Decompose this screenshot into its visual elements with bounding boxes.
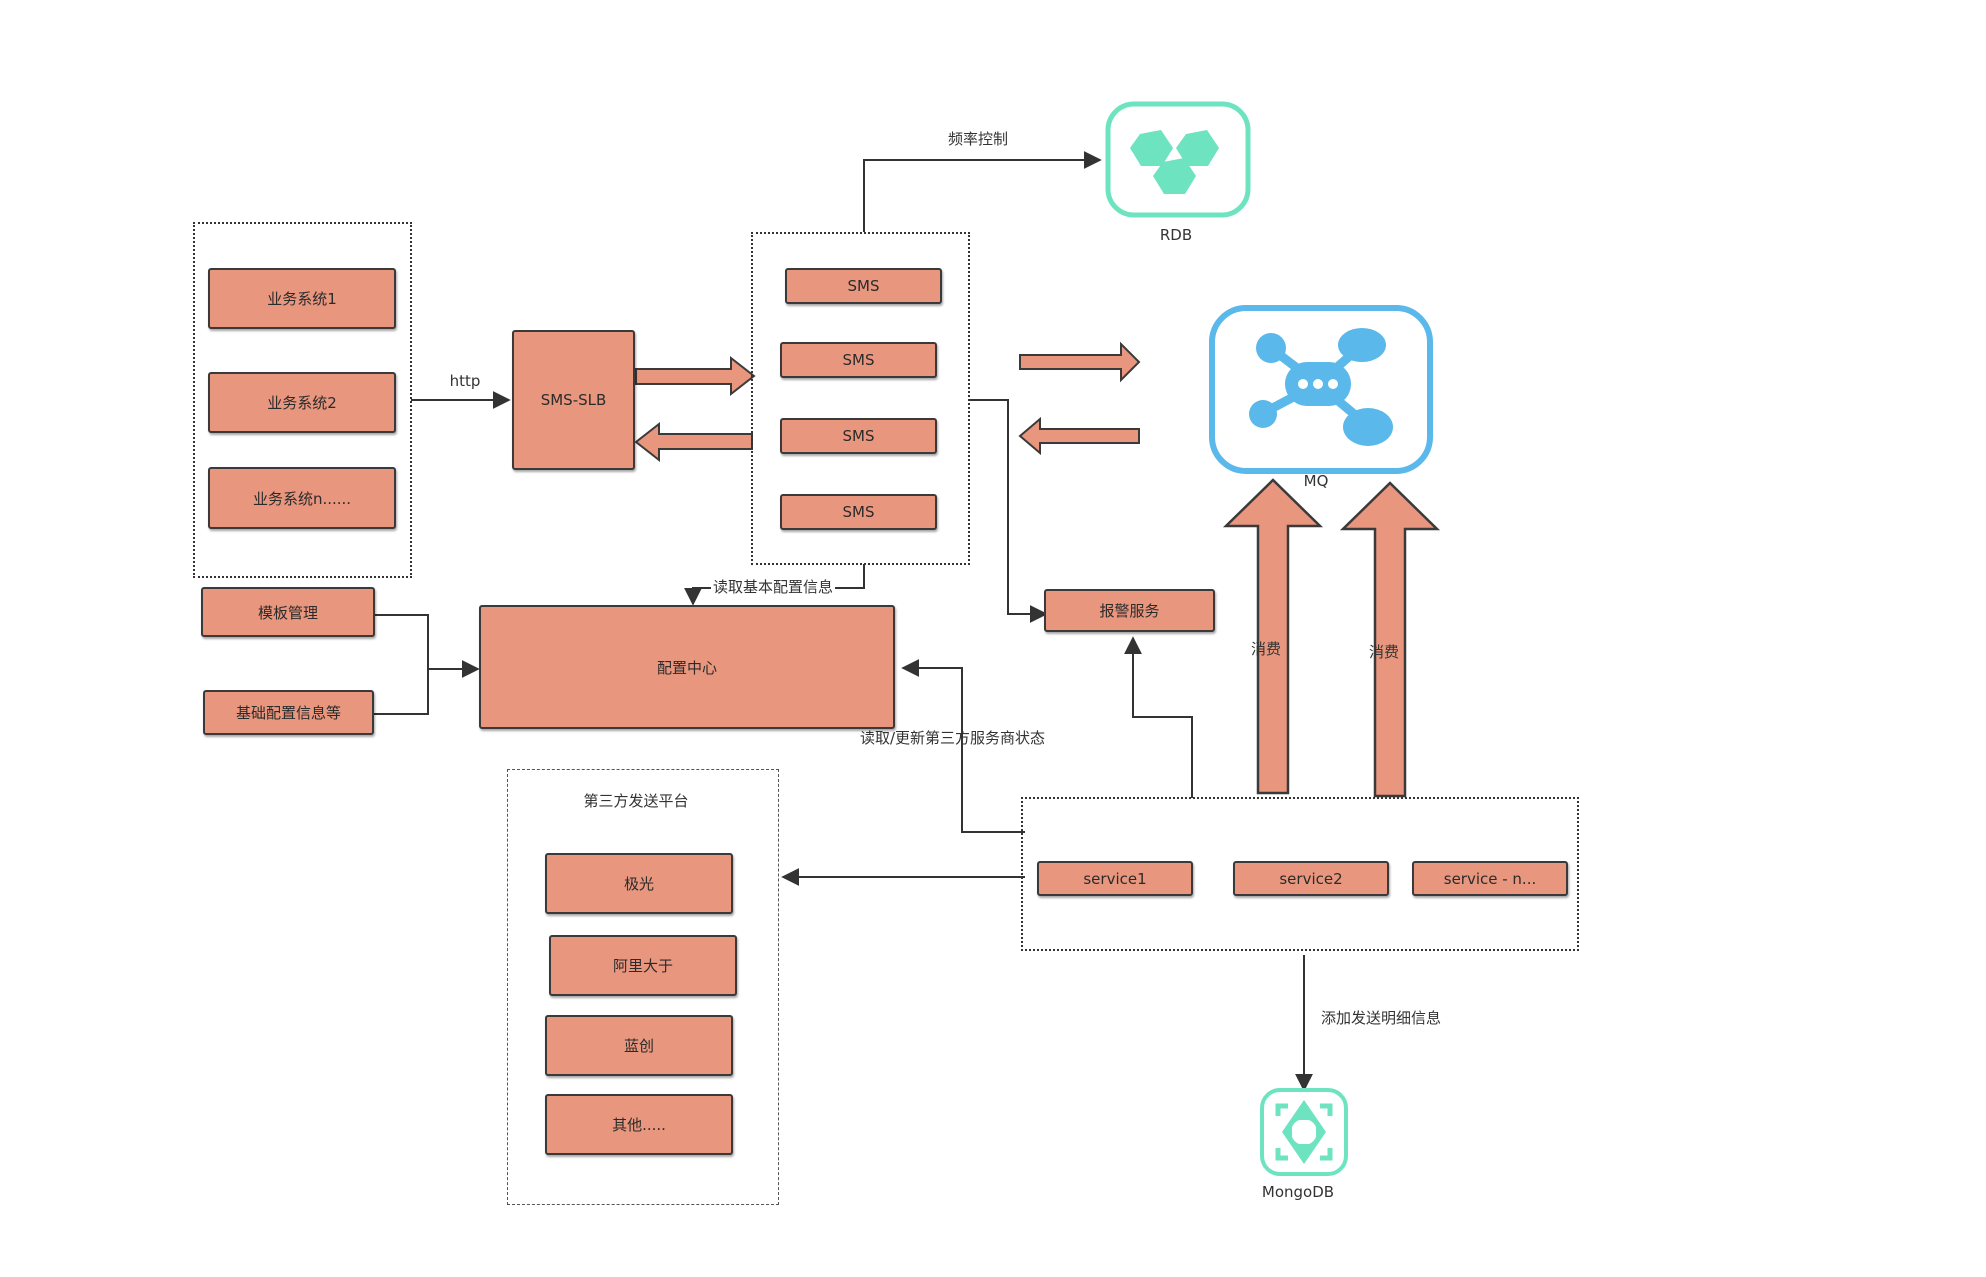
rdb-label: RDB	[1159, 226, 1193, 244]
third-party-jiguang[interactable]: 极光	[545, 853, 733, 914]
business-system-1[interactable]: 业务系统1	[208, 268, 396, 329]
template-mgmt-label: 模板管理	[257, 603, 318, 622]
sms-box-4[interactable]: SMS	[780, 494, 937, 530]
third-party-title: 第三方发送平台	[583, 792, 689, 810]
mongodb-label: MongoDB	[1261, 1183, 1335, 1201]
config-center-label: 配置中心	[656, 658, 717, 677]
third-party-other-label: 其他.....	[612, 1116, 666, 1134]
consume-arrow-2	[1339, 481, 1441, 798]
rate-control-label: 频率控制	[947, 130, 1009, 148]
rate-control-connector	[863, 151, 1102, 232]
slb-to-sms-block-arrow	[635, 355, 756, 397]
third-party-lanchuang[interactable]: 蓝创	[545, 1015, 733, 1076]
consume-label-1: 消费	[1250, 640, 1282, 658]
sms-box-2[interactable]: SMS	[780, 342, 937, 378]
sms-box-1-label: SMS	[847, 277, 880, 295]
read-config-label: 读取基本配置信息	[711, 576, 836, 597]
service-1-label: service1	[1083, 869, 1147, 888]
sms-slb-box[interactable]: SMS-SLB	[512, 330, 635, 470]
mq-to-sms-block-arrow	[1018, 416, 1140, 456]
config-center-box[interactable]: 配置中心	[479, 605, 895, 729]
mongodb-icon	[1260, 1088, 1348, 1176]
business-systems-group	[193, 222, 412, 578]
add-detail-label: 添加发送明细信息	[1321, 1009, 1442, 1027]
third-party-lanchuang-label: 蓝创	[623, 1037, 654, 1055]
services-to-alarm-connector	[1124, 636, 1193, 798]
third-party-group	[507, 769, 779, 1205]
services-to-config-connector	[901, 659, 1025, 833]
service-2-box[interactable]: service2	[1233, 861, 1389, 896]
business-system-n-label: 业务系统n......	[252, 489, 352, 508]
mq-label: MQ	[1303, 472, 1329, 490]
consume-arrow-1	[1222, 478, 1324, 795]
third-party-alidayu-label: 阿里大于	[612, 957, 673, 975]
template-mgmt-box[interactable]: 模板管理	[201, 587, 375, 637]
sms-to-slb-block-arrow	[634, 421, 753, 463]
business-system-1-label: 业务系统1	[267, 290, 337, 308]
mq-icon	[1209, 305, 1433, 474]
sms-to-mq-block-arrow	[1019, 341, 1141, 383]
rdb-icon	[1105, 101, 1251, 218]
sms-box-3-label: SMS	[842, 427, 875, 445]
template-to-config-connector	[374, 614, 480, 678]
sms-box-1[interactable]: SMS	[785, 268, 942, 304]
status-label: 读取/更新第三方服务商状态	[860, 729, 1046, 747]
service-2-label: service2	[1279, 869, 1343, 888]
base-config-label: 基础配置信息等	[235, 704, 341, 722]
sms-box-3[interactable]: SMS	[780, 418, 937, 454]
http-label: http	[449, 372, 481, 390]
alarm-service-label: 报警服务	[1099, 602, 1160, 620]
third-party-jiguang-label: 极光	[623, 875, 654, 893]
sms-slb-label: SMS-SLB	[540, 391, 607, 409]
sms-box-2-label: SMS	[842, 351, 875, 369]
consume-label-2: 消费	[1368, 643, 1400, 661]
sms-to-alarm-connector	[970, 399, 1048, 623]
service-n-label: service - n...	[1443, 869, 1537, 888]
base-config-box[interactable]: 基础配置信息等	[203, 690, 374, 735]
baseconfig-to-config-connector	[374, 669, 429, 715]
service-1-box[interactable]: service1	[1037, 861, 1193, 896]
sms-group	[751, 232, 970, 565]
alarm-service-box[interactable]: 报警服务	[1044, 589, 1215, 632]
business-system-2[interactable]: 业务系统2	[208, 372, 396, 433]
service-n-box[interactable]: service - n...	[1412, 861, 1568, 896]
business-system-n[interactable]: 业务系统n......	[208, 467, 396, 529]
third-party-alidayu[interactable]: 阿里大于	[549, 935, 737, 996]
third-party-other[interactable]: 其他.....	[545, 1094, 733, 1155]
sms-box-4-label: SMS	[842, 503, 875, 521]
services-group	[1021, 797, 1579, 951]
business-system-2-label: 业务系统2	[267, 394, 337, 412]
